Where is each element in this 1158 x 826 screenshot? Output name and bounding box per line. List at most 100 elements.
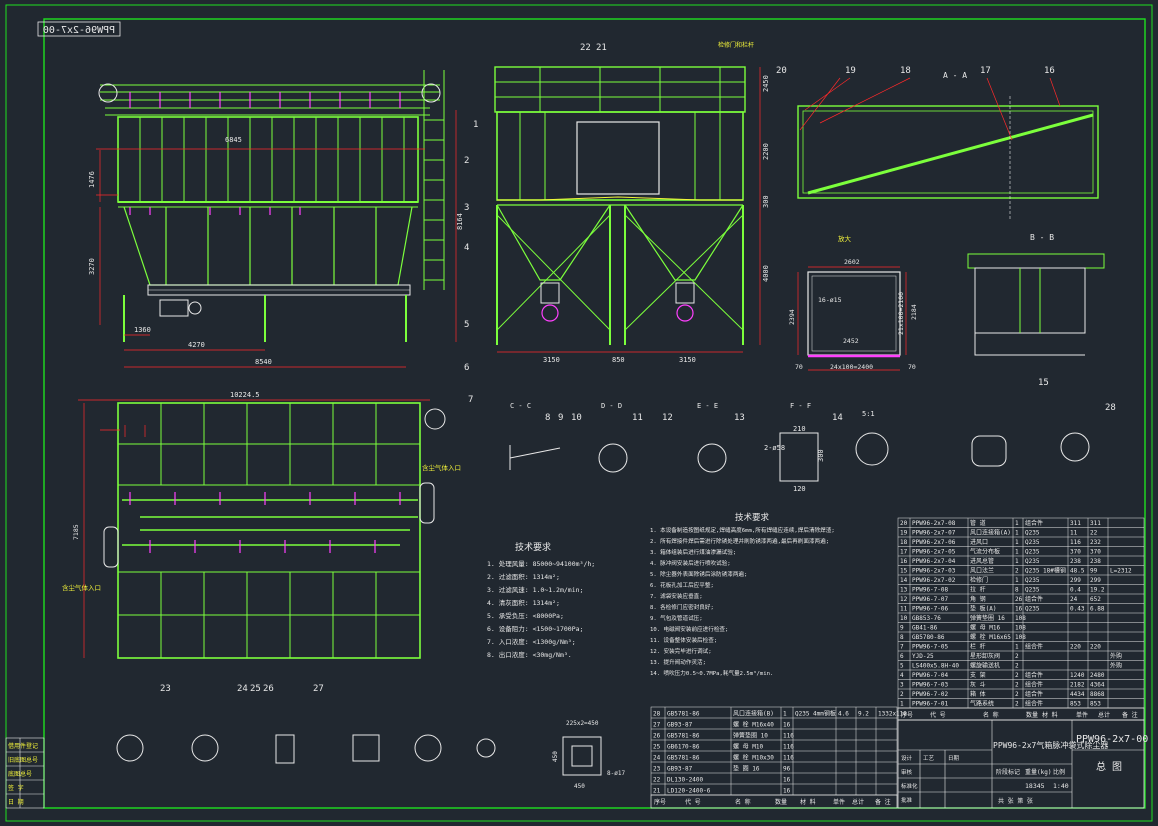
lower-parts-cell-qty: 1 [783,711,787,718]
callout-23: 23 [160,684,171,694]
dim-text: 850 [612,356,625,364]
design-label: 设计 [901,754,913,762]
top-note: 检修门和栏杆 [718,41,754,49]
parts-cell-name: 星形卸灰阀 [970,652,1000,660]
dim-text: 16-ø15 [818,296,842,304]
callout-27: 27 [313,684,324,694]
tech-right-line: 5. 除尘器外表面除锈后涂防锈漆两遍; [650,570,747,578]
parts-cell-w2: 370 [1090,549,1101,556]
parts-cell-name: 角 钢 [970,595,986,603]
parts-cell-qty: 2 [1015,663,1019,670]
detail-view-labels: C - C D - D E - E F - F 5:1 2-ø58 210 12… [510,402,875,493]
parts-cell-mat: 组合件 [1025,595,1043,603]
parts-cell-no: 12 [900,596,908,603]
sheet-text: 共 张 第 张 [998,797,1033,805]
lower-details-dims: 225x2=450 450 450 8-ø17 [552,720,625,790]
parts-cell-no: 17 [900,549,908,556]
callout-25: 25 [250,684,261,694]
parts-cell-w2: 299 [1090,577,1101,584]
parts-list-grid [897,517,1145,709]
parts-cell-code: PPW96-2x7-07 [912,530,956,537]
parts-cell-qty: 16 [1015,606,1023,613]
parts-cell-mat: 组合件 [1025,690,1043,698]
drawing-title: PPW96-2x7气箱脉冲袋式除尘器 [993,740,1108,750]
lower-header-mat: 材 料 [800,798,816,806]
dim-text: 2602 [844,258,860,266]
callout-1: 1 [473,120,478,130]
parts-cell-mat: Q235 [1025,558,1040,565]
parts-cell-code: PPW96-7-06 [912,606,949,613]
parts-cell-mat: 组合件 [1025,700,1043,708]
parts-cell-no: 8 [900,634,904,641]
tech-left-line: 8. 出口浓度: <30mg/Nm³. [487,650,572,659]
lower-parts-cell-qty: 16 [783,722,791,729]
parts-cell-qty: 2 [1015,701,1019,708]
callout-9: 9 [558,413,563,423]
check-label: 审核 [901,768,913,776]
parts-cell-qty: 2 [1015,691,1019,698]
dim-text: 2-ø58 [764,444,785,452]
parts-cell-w1: 48.5 [1070,568,1085,575]
header-name: 名 称 [983,711,999,719]
parts-cell-qty: 2 [1015,568,1019,575]
parts-cell-name: 风口连接箱(A) [970,529,1011,537]
dim-text: 2450 [762,75,770,92]
inlet-label-right: 含尘气体入口 [422,463,461,472]
parts-cell-no: 16 [900,558,908,565]
tech-right-line: 8. 各检修门应密封良好; [650,603,714,611]
parts-cell-qty: 2 [1015,672,1019,679]
header-code: 代 号 [930,711,946,719]
dim-text: 120 [793,485,806,493]
front-elevation [78,70,457,401]
parts-cell-name: 进风口 [970,538,988,546]
parts-cell-w1: 311 [1070,520,1081,527]
lower-header-total: 总计 [852,798,864,806]
side-elevation [494,66,761,353]
view-label: A - A [943,71,967,80]
tech-right-line: 4. 脉冲阀安装后进行喷吹试验; [650,559,731,567]
weight-value: 18345 [1025,782,1045,790]
scale-label: 比例 [1053,768,1065,776]
callout-2: 2 [464,156,469,166]
callout-16: 16 [1044,66,1055,76]
parts-cell-mat: 组合件 [1025,519,1043,527]
dim-text: 4270 [188,341,205,349]
header-note: 备 注 [1122,711,1138,719]
parts-cell-w1: 0.43 [1070,606,1085,613]
parts-cell-note: 外购 [1110,652,1122,660]
parts-cell-code: PPW96-7-04 [912,672,949,679]
parts-header: 序号 代 号 名 称 数量 材 料 单件 总计 备 注 [897,707,1145,721]
parts-cell-name: 进风总管 [970,557,994,565]
parts-cell-name: 弹簧垫圈 16 [970,614,1005,622]
callout-13: 13 [734,413,745,423]
lower-parts-cell-no: 26 [653,733,661,740]
approve-label: 批准 [901,796,913,804]
front-elevation-dims: 6845 1476 3270 1360 4270 8540 10224.5 81… [88,136,464,399]
lower-parts-cell-no: 23 [653,766,661,773]
parts-cell-no: 20 [900,520,908,527]
parts-cell-no: 4 [900,672,904,679]
parts-cell-w2: 4364 [1090,682,1105,689]
view-label: C - C [510,402,531,410]
callout-5: 5 [464,320,469,330]
view-label: F - F [790,402,811,410]
lower-header-code: 代 号 [685,798,701,806]
date-label: 日期 [948,755,960,762]
view-note: 放大 [838,234,852,243]
section-aa [797,77,1099,220]
parts-cell-w1: 2182 [1070,682,1085,689]
dim-text: 3150 [543,356,560,364]
parts-cell-w2: 8868 [1090,691,1105,698]
parts-cell-code: PPW96-7-02 [912,691,949,698]
lower-parts-cell-w1: 4.6 [838,711,849,718]
inlet-flange-view [797,266,907,371]
dim-text: 24x100=2400 [830,363,873,371]
dim-text: 2394 [788,309,796,325]
left-strip [5,737,45,809]
parts-cell-code: PPW96-2x7-02 [912,577,956,584]
tech-right-line: 12. 安装完毕进行调试; [650,647,712,655]
lower-parts-cell-qty: 116 [783,755,794,762]
inlet-label-left: 含尘气体入口 [62,583,101,592]
parts-cell-w2: 238 [1090,558,1101,565]
